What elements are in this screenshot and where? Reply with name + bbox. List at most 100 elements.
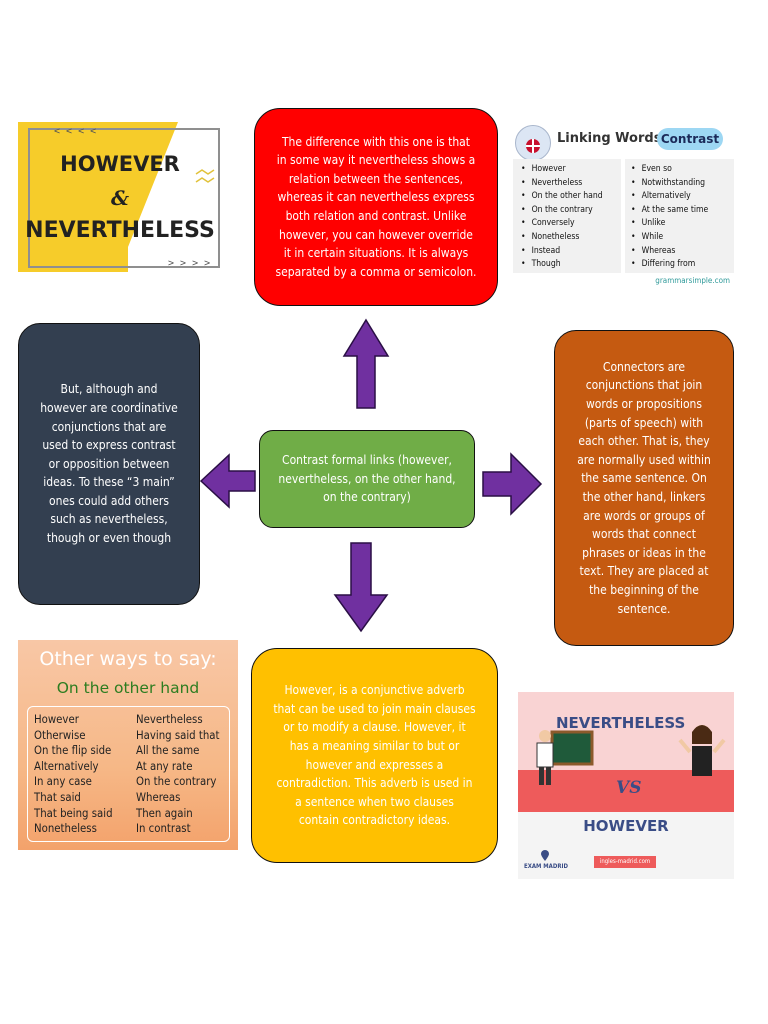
list-item: Nevertheless	[136, 713, 203, 726]
text-line: has a meaning similar to but or	[289, 738, 460, 753]
list-item: All the same	[136, 744, 200, 758]
list-item: Notwithstanding	[631, 177, 708, 191]
text-line: Connectors are	[602, 359, 686, 374]
info-box-left-navy: But, although and however are coordinativ…	[18, 323, 200, 605]
list-item: On the contrary	[136, 775, 217, 789]
list-item: Having said that	[136, 728, 220, 742]
text-line: the beginning of the	[589, 582, 699, 597]
text-line: The difference with this one is that	[281, 134, 471, 149]
info-box-right-orange: Connectors are conjunctions that join word…	[554, 330, 734, 646]
text-line: used to express contrast	[42, 438, 176, 453]
info-box-left-text: But, although and however are coordinativ…	[40, 380, 178, 547]
thumbnail-linking-words: Linking Words Contrast HoweverNeverthele…	[513, 121, 734, 289]
word-however: HOWEVER	[60, 152, 180, 176]
text-line: a sentence when two clauses	[295, 794, 454, 809]
text-line: contradiction. This adverb is used in	[276, 776, 473, 791]
arrow-down-icon	[333, 542, 389, 633]
contrast-badge: Contrast	[657, 128, 723, 150]
location-pin-icon	[541, 850, 549, 861]
text-line: But, although and	[60, 382, 158, 397]
red-band	[518, 770, 734, 812]
list-item: Even so	[631, 163, 708, 177]
text-line: However, is a conjunctive adverb	[284, 683, 465, 698]
other-ways-subtitle: On the other hand	[56, 679, 200, 697]
text-line: both relation and contrast. Unlike	[285, 209, 467, 223]
text-line: however and expresses a	[305, 757, 444, 772]
list-item: At the same time	[631, 204, 709, 218]
list-item: Then again	[136, 806, 193, 820]
list-item: While	[631, 231, 708, 245]
deco-arrows-bottom: > > > >	[168, 258, 211, 269]
list-item: Nonetheless	[34, 822, 97, 836]
text-line: however are coordinative	[40, 400, 178, 415]
text-line: Contrast formal links (however,	[282, 453, 452, 468]
arrow-up-icon	[342, 318, 390, 409]
list-item: Otherwise	[34, 728, 86, 742]
zigzag-icon	[195, 169, 215, 183]
vs-label: VS	[616, 778, 642, 798]
text-line: that can be used to join main clauses	[273, 701, 476, 716]
other-ways-title: Other ways to say:	[39, 648, 217, 670]
word-nevertheless: NEVERTHELESS	[25, 218, 215, 243]
linking-words-list-2: Even soNotwithstandingAlternativelyAt th…	[631, 163, 709, 272]
text-line: relation between the sentences,	[288, 171, 464, 186]
text-line: it in certain situations. It is always	[283, 246, 469, 261]
ampersand: &	[110, 186, 130, 210]
list-item: Though	[521, 258, 603, 272]
teacher-woman-icon	[678, 725, 726, 776]
word-nevertheless: NEVERTHELESS	[556, 714, 686, 732]
text-line: each other. That is, they	[578, 434, 710, 449]
brand-label: EXAM MADRID	[524, 863, 568, 870]
list-item: Conversely	[521, 217, 603, 231]
list-item: That being said	[34, 806, 113, 820]
linking-words-list-1: HoweverNeverthelessOn the other handOn t…	[521, 163, 603, 272]
text-line: phrases or ideas in the	[582, 545, 706, 560]
text-line: separated by a comma or semicolon.	[275, 264, 477, 279]
text-line: ideas. To these “3 main”	[43, 475, 175, 490]
list-item: Instead	[521, 245, 603, 259]
text-line: contain contradictory ideas.	[298, 813, 451, 828]
text-line: conjunctions that are	[51, 419, 167, 434]
site-url-badge: ingles-madrid.com	[594, 856, 656, 868]
text-line: words that connect	[592, 527, 696, 542]
text-line: such as nevertheless,	[50, 512, 168, 527]
central-concept-box: Contrast formal links (however,neverthel…	[259, 430, 475, 528]
teacher-man-icon	[536, 730, 554, 785]
list-item: However	[34, 713, 79, 726]
text-line: on the contrary)	[323, 490, 411, 505]
list-item: On the flip side	[34, 744, 112, 758]
yellow-diagonal-shape	[118, 122, 178, 272]
list-item: Nonetheless	[521, 231, 603, 245]
arrow-left-icon	[199, 453, 256, 509]
text-line: sentence.	[617, 601, 671, 616]
list-item: At any rate	[136, 759, 193, 773]
list-item: Nevertheless	[521, 177, 603, 191]
text-line: ones could add others	[49, 493, 169, 508]
list-item: In any case	[34, 775, 92, 789]
list-item: Unlike	[631, 217, 708, 231]
list-item: Differing from	[631, 258, 708, 272]
text-line: however, you can however override	[279, 227, 473, 242]
site-credit: grammarsimple.com	[655, 276, 730, 285]
list-item: In contrast	[136, 822, 191, 836]
grammar-logo-icon	[515, 125, 551, 161]
linking-words-title: Linking Words	[557, 131, 662, 146]
text-line: are words or groups of	[583, 508, 705, 523]
text-line: conjunctions that join	[585, 378, 703, 393]
thumbnail-however-nevertheless: < < < < > > > > HOWEVER & NEVERTHELESS	[18, 122, 222, 272]
text-line: or opposition between	[48, 456, 170, 471]
word-however: HOWEVER	[583, 817, 669, 835]
text-line: are normally used within	[577, 452, 711, 467]
thumbnail-nevertheless-vs-however: NEVERTHELESS VS HOWEVER EXAM MADRID ingl…	[518, 692, 734, 879]
gray-frame	[28, 128, 220, 268]
info-box-bottom-yellow: However, is a conjunctive adverb that can…	[251, 648, 498, 863]
info-box-right-text: Connectors are conjunctions that join word…	[577, 358, 711, 618]
text-line: the same sentence. On	[581, 471, 707, 486]
text-line: whereas it can nevertheless express	[277, 190, 475, 205]
info-box-bottom-text: However, is a conjunctive adverb that can…	[273, 681, 475, 830]
text-line: words or propositions	[585, 397, 703, 412]
